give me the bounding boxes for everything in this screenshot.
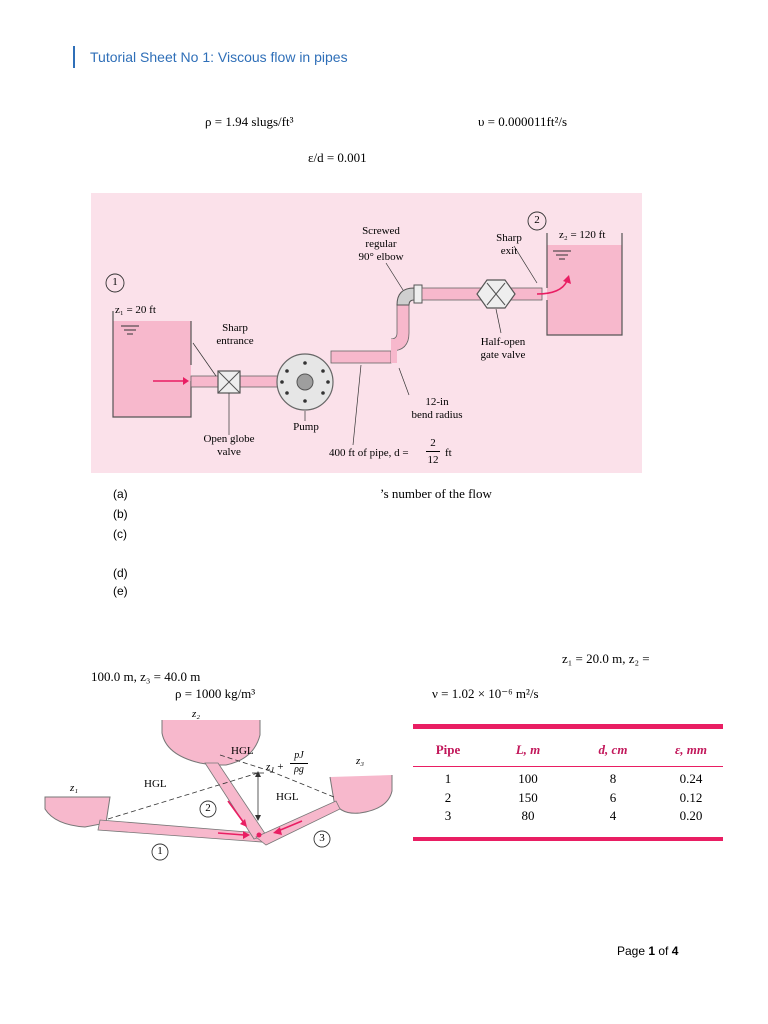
flow-arrow-pipe-2-icon — [227, 800, 245, 824]
flow-arrow-pipe-3-icon — [277, 820, 303, 832]
hgl-mid-label: HGL — [276, 791, 299, 803]
table-header-rule — [413, 766, 723, 767]
node-2-circle — [527, 211, 547, 231]
pipe-2-node-circle — [199, 800, 217, 818]
z2-figure-label: z₂ — [192, 708, 201, 720]
z1-figure-label: z₁ — [70, 782, 79, 794]
relative-roughness-given: ε/d = 0.001 — [308, 150, 367, 165]
pipe-2-number: 2 — [205, 802, 211, 814]
header-accent-bar — [73, 46, 75, 68]
hgl-left-label: HGL — [144, 778, 167, 790]
header-length: L, m — [515, 742, 541, 757]
three-reservoir-diagram — [44, 720, 393, 861]
lower-reservoir-wall — [112, 311, 192, 418]
page-number: Page 1 of 4 — [617, 944, 679, 958]
hgl-line-3 — [269, 770, 335, 798]
pipe-data-table: Pipe L, m d, cm ε, mm 1 100 8 0.24 2 150… — [413, 724, 723, 846]
viscosity-given-2: ν = 1.02 × 10⁻⁶ m²/s — [432, 686, 539, 701]
node-2-label: 2 — [534, 214, 540, 226]
item-d-label: (d) — [113, 566, 128, 580]
flow-arrow-pipe-1-icon — [217, 832, 245, 836]
pipe-fraction-denominator: 12 — [427, 454, 439, 466]
header-pipe: Pipe — [435, 742, 461, 757]
item-a-text: ’s number of the flow — [380, 486, 492, 501]
three-reservoir-figure: z₂ z₁ z₃ HGL HGL HGL zJ + pJ ρg 1 2 3 — [40, 705, 400, 865]
table-top-rule — [413, 724, 723, 729]
density-given-2: ρ = 1000 kg/m³ — [175, 686, 256, 701]
z1-label: z₁ = 20 ft — [115, 304, 156, 316]
junction-point — [256, 832, 262, 838]
z3-figure-label: z₃ — [356, 755, 365, 767]
junction-pressure-denominator: ρg — [294, 764, 304, 775]
header-diameter: d, cm — [598, 742, 628, 757]
z2-label: z₂ = 120 ft — [559, 229, 606, 241]
discharge-pipe — [330, 350, 392, 364]
lower-reservoir-water — [113, 321, 191, 417]
item-e-label: (e) — [113, 584, 128, 598]
pump-label: Pump — [293, 421, 319, 433]
pipe-3-number: 3 — [319, 832, 325, 844]
pipe-1-node-circle — [151, 843, 169, 861]
elbow-icon — [396, 287, 415, 306]
hgl-line-1 — [107, 772, 259, 820]
hgl-top-label: HGL — [231, 745, 254, 757]
node-1-circle — [105, 273, 125, 293]
density-given: ρ = 1.94 slugs/ft³ — [205, 114, 294, 129]
reservoir-2 — [161, 720, 261, 766]
pipe-fraction-unit: ft — [445, 447, 452, 459]
pipe-fraction-bar — [426, 451, 440, 452]
item-c-label: (c) — [113, 527, 127, 541]
pipe-spec-label: 400 ft of pipe, d = — [329, 447, 409, 459]
pipe-fraction-numerator: 2 — [430, 437, 436, 449]
junction-head-label: zJ + — [266, 761, 285, 776]
junction-pressure-numerator: pJ — [294, 750, 304, 761]
exit-flow-arrow-icon — [536, 280, 568, 295]
elevation-given-line1: z₁ = 20.0 m, z₂ = — [562, 651, 650, 666]
item-a-label: (a) — [113, 487, 128, 501]
page-title: Tutorial Sheet No 1: Viscous flow in pip… — [90, 49, 348, 65]
table-bottom-rule — [413, 837, 723, 841]
hgl-line-2 — [219, 754, 271, 772]
pipe-1-number: 1 — [157, 845, 163, 857]
header-roughness: ε, mm — [674, 742, 708, 757]
elevation-given-line2: 100.0 m, z₃ = 40.0 m — [91, 669, 201, 684]
pipe-1 — [97, 819, 263, 843]
viscosity-given: υ = 0.000011ft²/s — [478, 114, 568, 129]
junction-fraction-bar — [290, 763, 308, 764]
pipe-system-diagram — [105, 211, 623, 446]
node-1-label: 1 — [112, 276, 118, 288]
item-b-label: (b) — [113, 507, 128, 521]
pipe-3-node-circle — [313, 830, 331, 848]
